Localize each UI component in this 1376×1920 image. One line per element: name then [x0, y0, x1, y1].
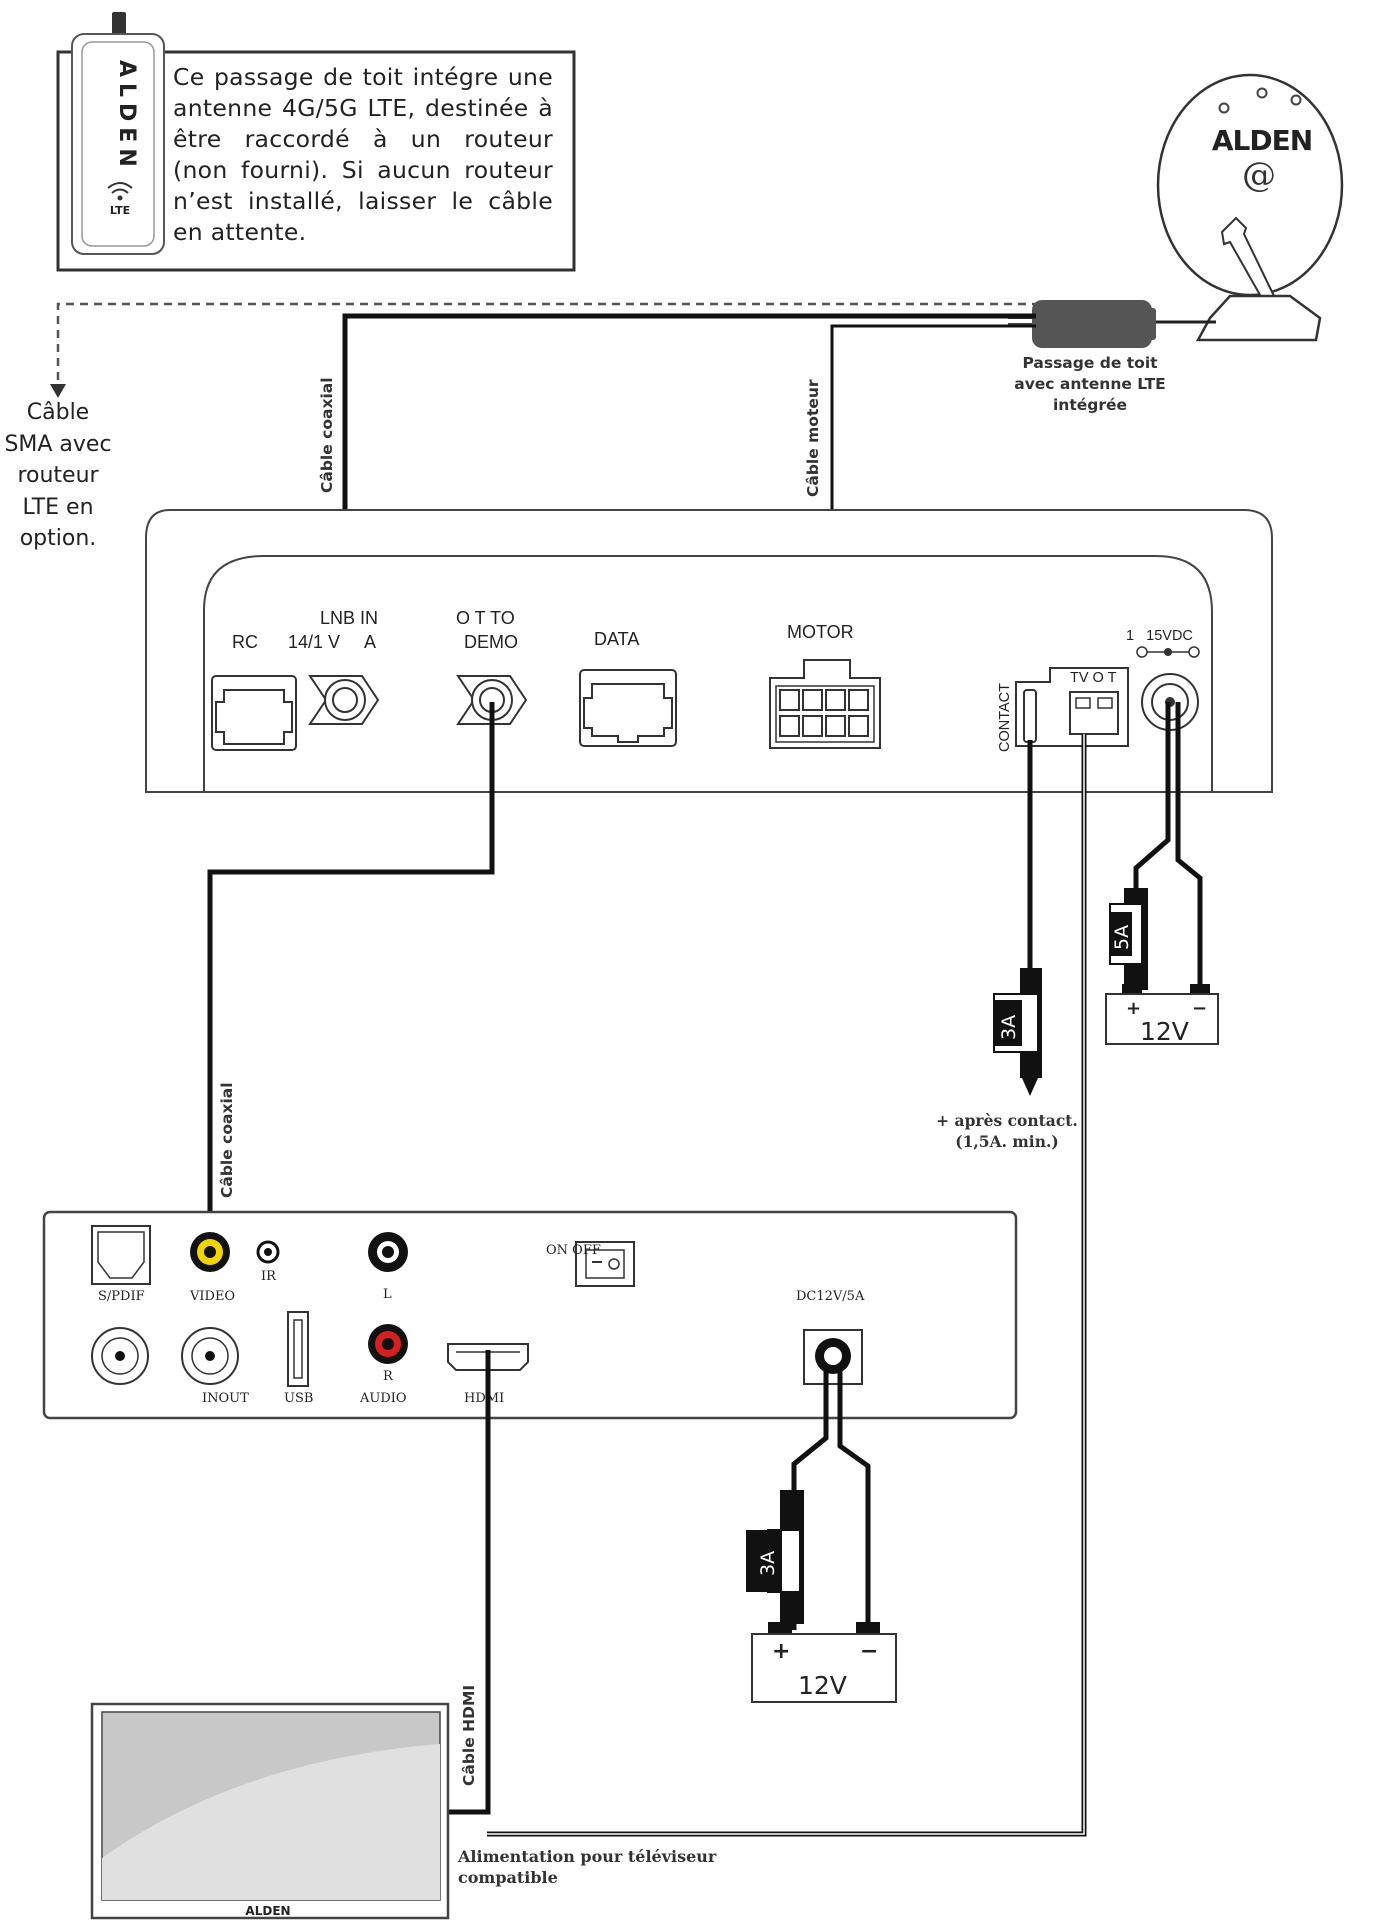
otto-label-1: O T TO [456, 608, 515, 628]
info-box-text: Ce passage de toit intégre une antenne 4… [173, 63, 553, 246]
rc-port [211, 675, 297, 751]
receiver-power-minus [837, 1364, 871, 1630]
l-label: L [383, 1287, 392, 1302]
data-port [579, 669, 677, 747]
contact-label: CONTACT [997, 683, 1013, 752]
inout-label: INOUT [202, 1391, 249, 1406]
lnb-in-port [308, 675, 380, 725]
lnb-label-1: LNB IN [320, 608, 378, 628]
fuse-3a-contact-label: 3A [998, 1015, 1020, 1040]
usb-port [287, 1311, 309, 1387]
coax-port-inout [181, 1327, 239, 1385]
dongle-brand: ALDEN [114, 60, 139, 173]
data-label: DATA [594, 629, 639, 649]
cable-coaxial-top-label: Câble coaxial [318, 377, 336, 493]
alimentation-label: Alimentation pour téléviseur compatible [458, 1847, 717, 1887]
spdif-port [91, 1225, 151, 1285]
cable-hdmi-label: Câble HDMI [460, 1685, 478, 1786]
dish-brand: ALDEN [1212, 124, 1312, 157]
fuse-3a-contact: 3A [993, 968, 1042, 1078]
audio-r-jack [368, 1324, 408, 1364]
rc-label: RC [232, 632, 258, 652]
receiver-unit: S/PDIF VIDEO IR L ON OFF DC12V/5A INOUT … [42, 1210, 1018, 1420]
sma-cable-dashed [56, 302, 1040, 396]
passage-toit-label: Passage de toit avec antenne LTE intégré… [1014, 354, 1166, 414]
fuse-5a: 5A [1109, 888, 1148, 990]
ir-label: IR [261, 1269, 277, 1284]
cable-coaxial-bottom-label: Câble coaxial [218, 1082, 236, 1198]
motor-label: MOTOR [787, 622, 854, 642]
cable-sma-label: Câble SMA avec routeur LTE en option. [4, 400, 112, 551]
fuse-5a-label: 5A [1111, 925, 1133, 950]
lte-dongle-icon: ALDEN LTE [71, 12, 165, 255]
video-label: VIDEO [189, 1289, 235, 1304]
tv-brand: ALDEN [245, 1904, 290, 1918]
satellite-dish-icon: ALDEN @ [1156, 73, 1344, 342]
audio-l-jack [368, 1232, 408, 1272]
dc-label: DC12V/5A [796, 1289, 865, 1304]
ir-sensor [256, 1240, 280, 1264]
battery-bottom-label: 12V [798, 1671, 847, 1700]
apres-contact-label: + après contact. (1,5A. min.) [936, 1111, 1078, 1151]
power-label: 1 15VDC [1126, 628, 1193, 644]
dc-jack [803, 1329, 863, 1385]
on-off-switch [575, 1241, 635, 1287]
info-box: ALDEN LTE [56, 12, 576, 272]
cable-moteur-label: Câble moteur [804, 379, 822, 497]
r-label: R [383, 1369, 394, 1384]
spdif-label: S/PDIF [98, 1289, 145, 1304]
contact-tvot-terminal [1015, 667, 1129, 747]
tvot-label: TV O T [1070, 670, 1117, 686]
fuse-3a-receiver-label: 3A [757, 1551, 779, 1576]
battery-top: + − 12V [1105, 984, 1219, 1046]
dish-symbol: @ [1242, 155, 1276, 195]
coax-port-1 [91, 1327, 149, 1385]
power-cable-minus [1175, 702, 1203, 1004]
video-jack [190, 1232, 230, 1272]
battery-bottom-plus: + [772, 1639, 790, 1664]
usb-label: USB [284, 1391, 313, 1406]
coaxial-otto-cable [207, 702, 495, 1248]
on-off-label: ON OFF [546, 1243, 601, 1258]
battery-top-plus: + [1126, 998, 1141, 1019]
battery-top-label: 12V [1140, 1017, 1189, 1046]
controller-unit: RC LNB IN 14/1 V A O T TO DEMO DATA MOTO… [145, 509, 1273, 793]
hdmi-cable [447, 1350, 491, 1815]
fuse-3a-receiver: 3A [746, 1490, 804, 1624]
battery-bottom: + − 12V [751, 1622, 897, 1703]
battery-top-minus: − [1192, 998, 1207, 1019]
otto-label-2: DEMO [464, 632, 518, 652]
audio-label: AUDIO [359, 1391, 407, 1406]
lnb-label-2: 14/1 V A [288, 632, 376, 652]
motor-port [769, 659, 881, 749]
otto-demo-port [456, 675, 528, 725]
hdmi-label: HDMI [464, 1391, 504, 1406]
battery-bottom-minus: − [860, 1639, 878, 1664]
television-icon: ALDEN [90, 1702, 450, 1920]
roof-passage [1008, 300, 1156, 348]
dongle-badge: LTE [110, 204, 130, 217]
